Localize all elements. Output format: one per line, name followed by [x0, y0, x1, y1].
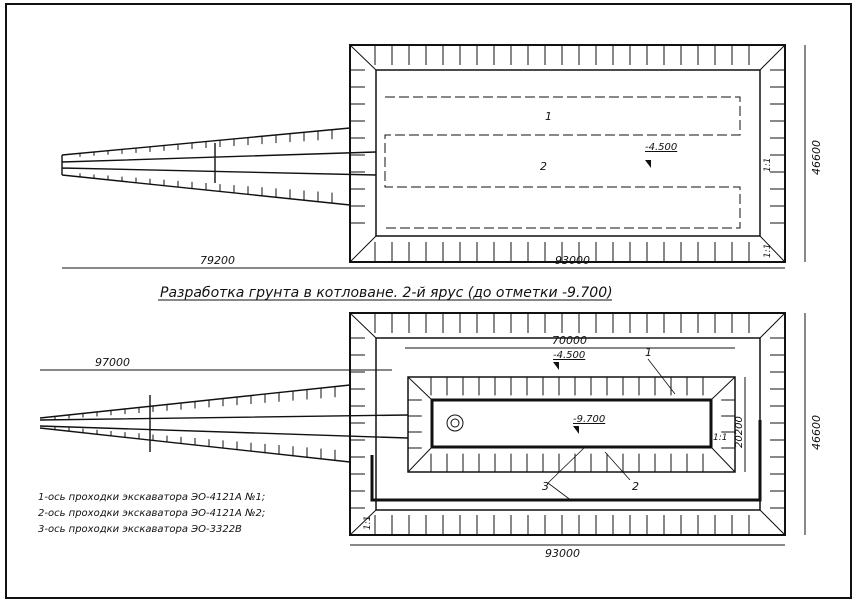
legend-item-1: 1-ось проходки экскаватора ЭО-4121А №1; [38, 492, 265, 503]
leader-lines [547, 358, 676, 502]
pit-bottom-edge [375, 69, 761, 237]
axis-label-2: 2 [540, 160, 547, 173]
elevation-arrow-icon [645, 160, 651, 168]
slope-hatching [54, 45, 785, 535]
slope-ratio: 1:1 [763, 244, 773, 258]
section-title: Разработка грунта в котловане. 2-й ярус … [160, 285, 613, 301]
legend-item-2: 2-ось проходки экскаватора ЭО-4121А №2; [38, 508, 265, 519]
axis-label-1: 1 [645, 346, 652, 359]
slope-corners [407, 376, 736, 473]
axis-label-1: 1 [545, 110, 552, 123]
elevation-mark: -9.700 [573, 414, 605, 425]
tier2-bottom-edge [430, 398, 713, 449]
slope-ratio: 1:1 [363, 516, 373, 530]
excavator-path-3 [370, 420, 762, 502]
dim-97000: 97000 [95, 356, 130, 369]
slope-corners [349, 312, 786, 536]
dim-93000: 93000 [555, 254, 590, 267]
dim-46600: 46600 [810, 415, 823, 450]
pump-well-inner [450, 418, 460, 428]
slope-ratio: 1:1 [763, 158, 773, 172]
top-plan: 79200 93000 46600 1 2 -4.500 1:1 1:1 [61, 44, 823, 269]
axis-label-3: 3 [542, 480, 549, 493]
tier2-top-edge [407, 376, 736, 473]
elevation-arrow-icon [553, 362, 559, 370]
dim-20200: 20200 [734, 416, 745, 448]
drawing-frame [5, 3, 852, 599]
elevation-mark: -4.500 [553, 350, 585, 361]
bottom-plan: 97000 70000 20200 46600 93000 -4.500 -9.… [39, 312, 823, 560]
dim-93000: 93000 [545, 547, 580, 560]
pump-well-icon [446, 414, 464, 432]
legend-item-3: 3-ось проходки экскаватора ЭО-3322В [38, 524, 242, 535]
access-ramp [61, 127, 377, 206]
dim-70000: 70000 [552, 334, 587, 347]
pit-outer-edge [349, 312, 786, 536]
slope-corners [349, 44, 786, 263]
excavator-path [384, 96, 741, 229]
axis-label-2: 2 [632, 480, 639, 493]
legend: 1-ось проходки экскаватора ЭО-4121А №1; … [38, 492, 265, 535]
dim-46600: 46600 [810, 140, 823, 175]
pit-outer-edge [349, 44, 786, 263]
slope-ratio: 1:1 [713, 433, 727, 443]
elevation-mark: -4.500 [645, 142, 677, 153]
elevation-arrow-icon [573, 426, 579, 434]
tier1-bottom-edge [375, 337, 761, 511]
dim-79200: 79200 [200, 254, 235, 267]
